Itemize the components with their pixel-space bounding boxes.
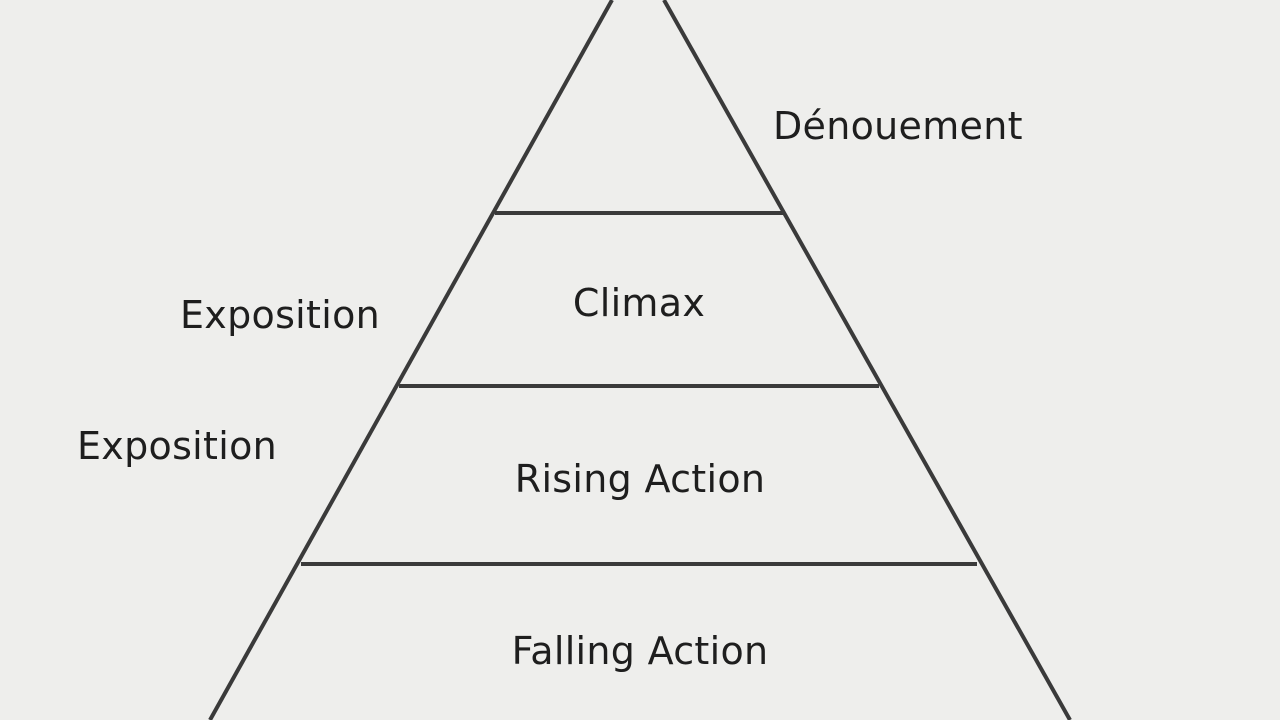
pyramid-left-edge [208,0,614,720]
side-label-denouement: Dénouement [773,104,1023,148]
tier-label-rising-action: Rising Action [514,457,766,501]
tier-label-climax: Climax [572,281,706,325]
tier-label-falling-action: Falling Action [511,629,769,673]
side-label-exposition-lower: Exposition [77,424,278,468]
pyramid-right-edge [662,0,1072,720]
side-label-exposition-upper: Exposition [180,293,381,337]
